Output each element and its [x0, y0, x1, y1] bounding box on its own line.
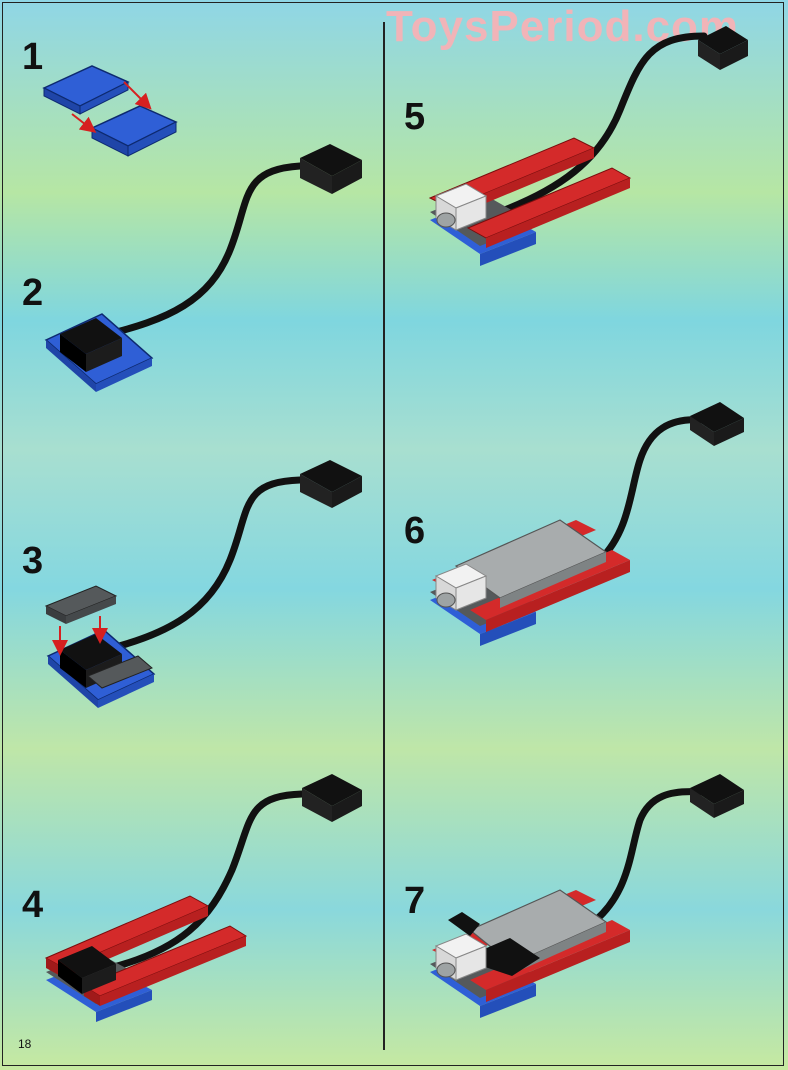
gray-lens — [436, 212, 456, 228]
connector — [690, 774, 744, 804]
connector — [332, 790, 362, 822]
connector — [720, 40, 748, 70]
blue-plate — [480, 232, 536, 266]
cable — [490, 32, 708, 218]
arrow — [123, 81, 152, 110]
black-slope — [448, 912, 480, 936]
cable — [596, 416, 704, 564]
connector — [300, 158, 332, 194]
cable — [106, 790, 306, 972]
step-number-2: 2 — [22, 272, 44, 314]
step-number-1: 1 — [22, 36, 44, 78]
dark-gray-plate — [66, 596, 116, 624]
blue-plate — [79, 81, 129, 115]
connector — [690, 416, 714, 446]
connector — [300, 144, 362, 176]
arrow — [71, 113, 97, 133]
red-plate — [486, 178, 630, 248]
blue-plate — [480, 984, 536, 1018]
red-plate — [100, 936, 246, 1006]
blue-plate — [480, 612, 536, 646]
watermark: ToysPeriod.com — [386, 2, 740, 51]
black-brick — [82, 964, 116, 994]
step-number-5: 5 — [404, 96, 426, 138]
white-brick — [455, 945, 487, 981]
white-brick — [455, 575, 487, 611]
step-2-illustration — [44, 144, 362, 392]
connector — [332, 476, 362, 508]
connector — [690, 788, 714, 818]
gray-plate — [500, 552, 606, 608]
step-number-7: 7 — [404, 880, 426, 922]
cable — [592, 788, 704, 924]
step-4-illustration — [44, 774, 362, 1022]
step-7-illustration — [430, 774, 744, 1018]
connector — [714, 790, 744, 818]
black-brick — [58, 946, 116, 978]
page-number: 18 — [18, 1037, 32, 1051]
blue-plate — [46, 340, 96, 392]
step-5-illustration — [428, 26, 748, 266]
blue-plate — [48, 656, 98, 708]
step-number-3: 3 — [22, 540, 44, 582]
step-6-illustration — [430, 402, 744, 646]
black-brick — [58, 960, 82, 994]
blue-plate — [96, 990, 152, 1022]
connector — [698, 26, 748, 54]
blue-plate — [96, 358, 152, 392]
step-3-illustration — [44, 460, 362, 708]
black-brick — [86, 338, 122, 372]
gray-lens — [436, 592, 456, 608]
connector — [698, 40, 720, 70]
black-brick — [60, 334, 86, 372]
black-brick — [60, 318, 122, 354]
black-brick — [60, 650, 86, 688]
white-brick — [455, 195, 487, 231]
connector — [302, 788, 332, 822]
cable — [96, 162, 304, 340]
red-plate — [486, 930, 630, 1002]
dark-gray-plate — [46, 606, 66, 624]
connector — [714, 418, 744, 446]
connector — [332, 160, 362, 194]
connector — [300, 460, 362, 492]
step-number-6: 6 — [404, 510, 426, 552]
blue-plate — [98, 674, 154, 708]
step-number-4: 4 — [22, 884, 44, 926]
blue-plate — [127, 121, 177, 157]
gray-lens — [436, 962, 456, 978]
step-1-illustration — [42, 65, 178, 157]
connector — [300, 474, 332, 508]
red-plate — [486, 560, 630, 632]
black-slope — [482, 938, 540, 976]
cable — [100, 476, 304, 654]
dark-gray-plate — [87, 655, 153, 689]
gray-plate — [512, 922, 606, 974]
connector — [690, 402, 744, 432]
column-divider — [383, 22, 385, 1050]
